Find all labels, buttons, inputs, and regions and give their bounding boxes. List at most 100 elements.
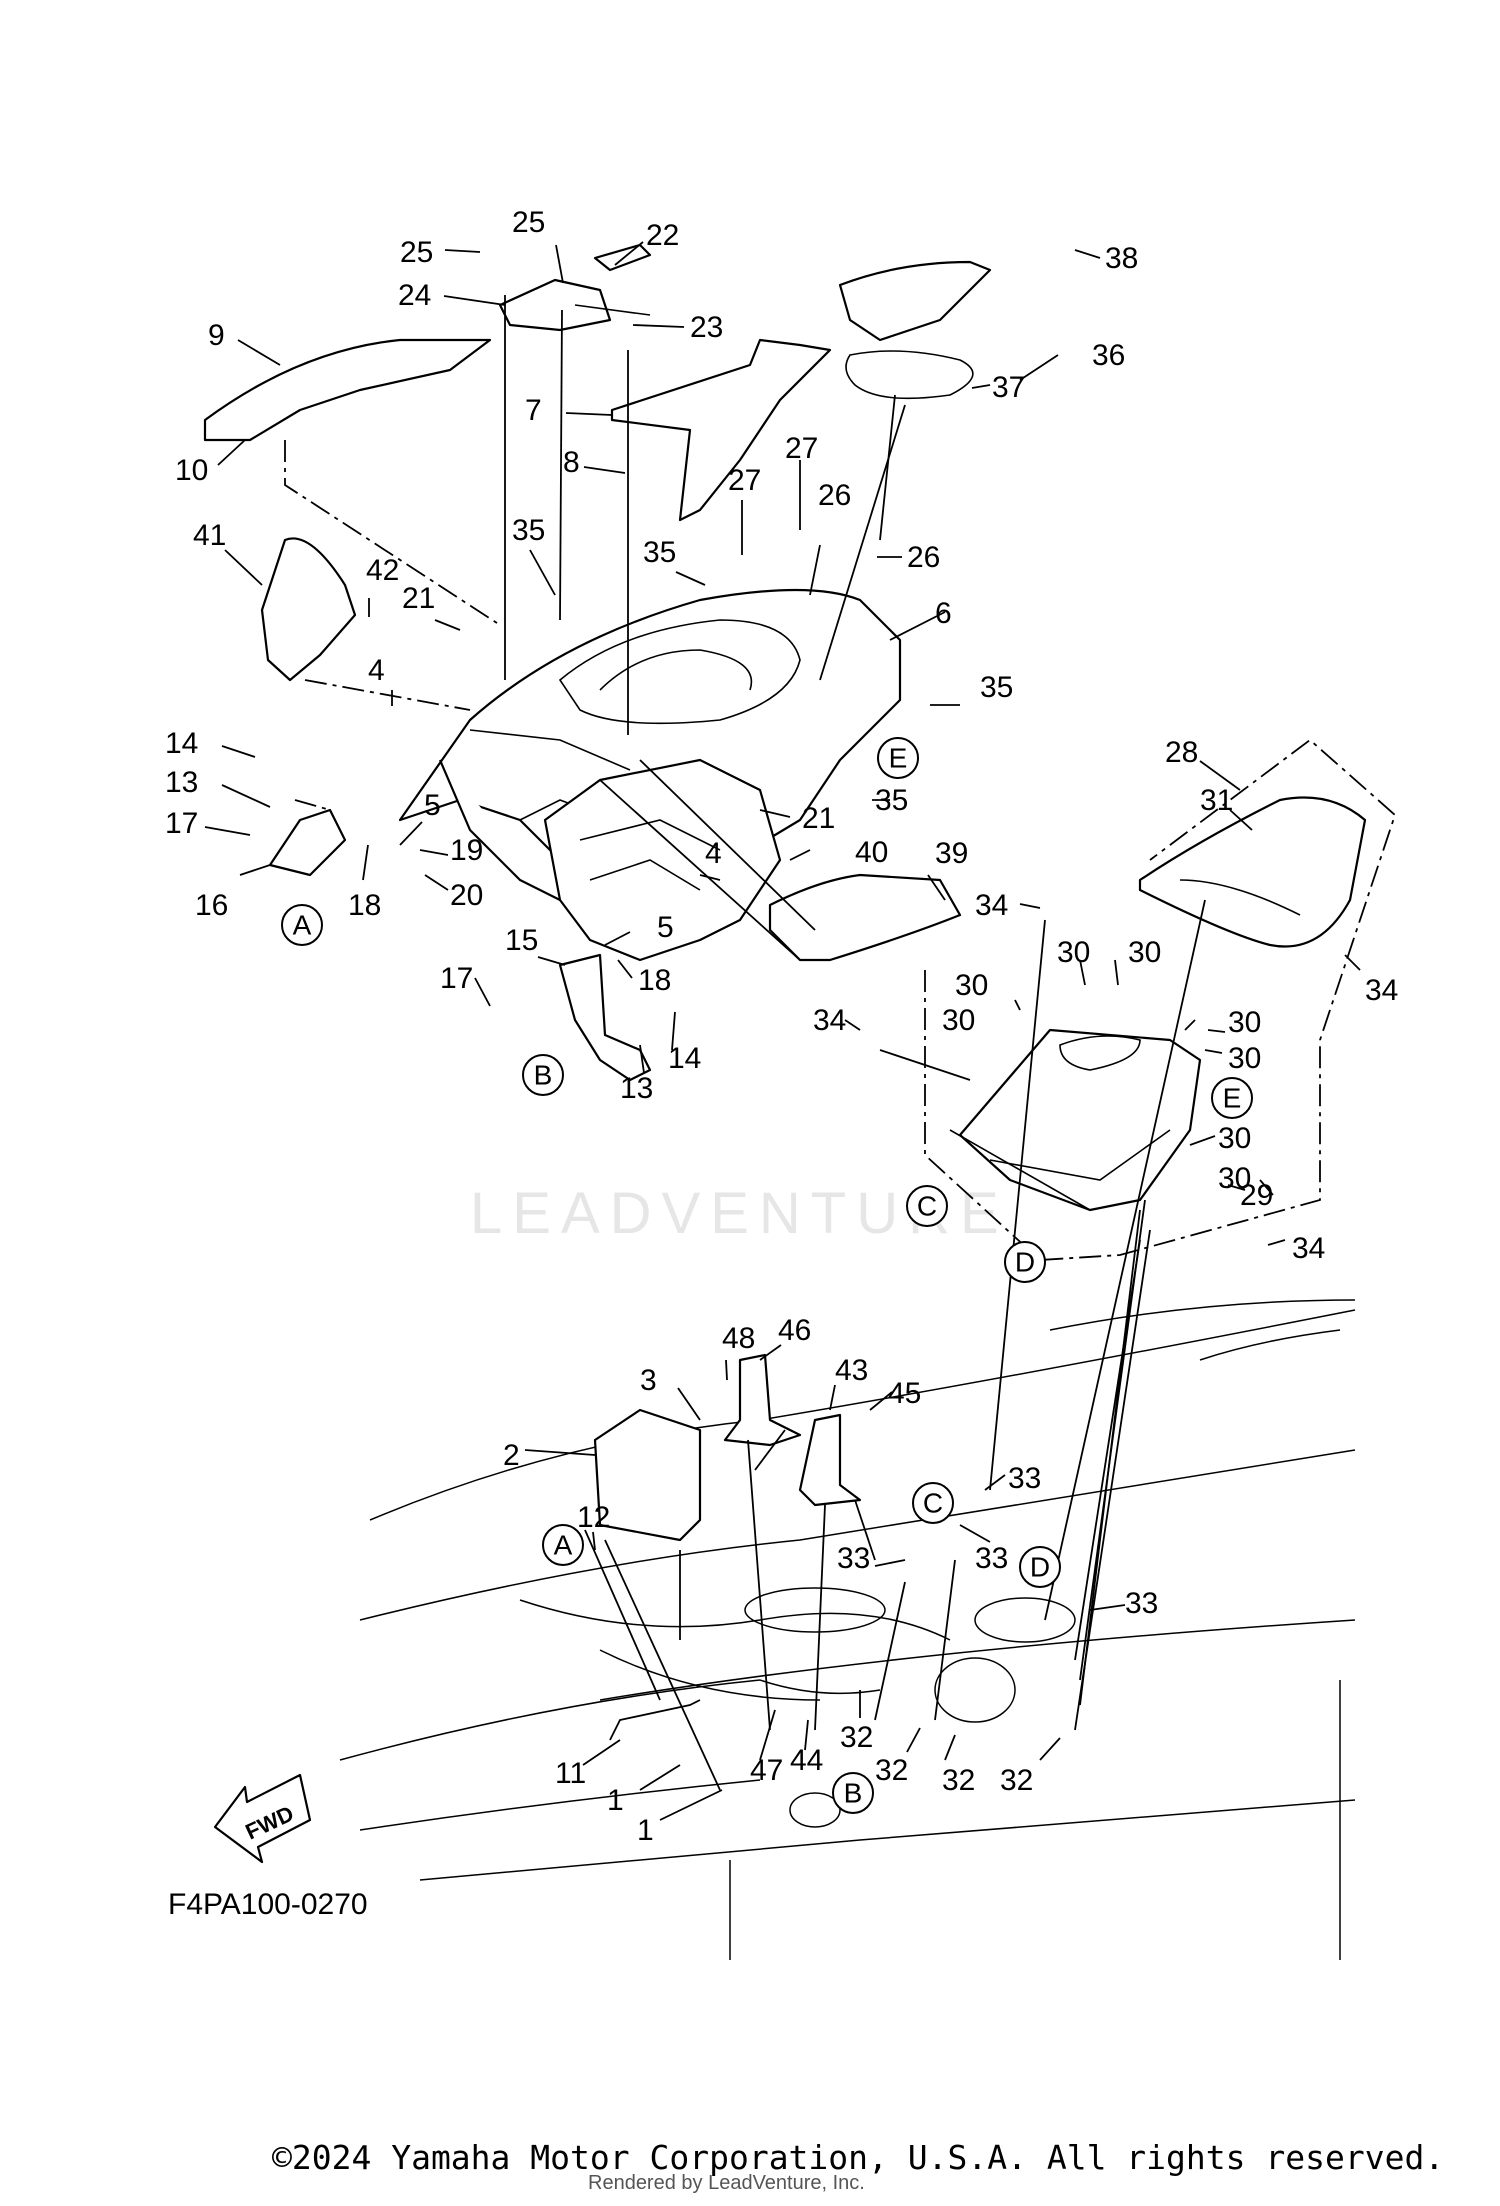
part-31 (1138, 796, 1367, 948)
callout-26-b: 26 (907, 541, 940, 574)
callout-27-a: 27 (728, 464, 761, 497)
callout-6: 6 (935, 597, 952, 630)
ref-D-bottom: D (1019, 1546, 1061, 1588)
assembly-28-border (924, 738, 1397, 1261)
callout-13-b: 13 (620, 1072, 653, 1105)
part-46 (723, 1353, 802, 1447)
callout-18-b: 18 (638, 964, 671, 997)
callout-3: 3 (640, 1364, 657, 1397)
callout-34-d: 34 (1292, 1232, 1325, 1265)
ref-C-bottom: C (912, 1482, 954, 1524)
svg-text:E: E (889, 743, 908, 774)
callout-23: 23 (690, 311, 723, 344)
ref-B-top: B (522, 1054, 564, 1096)
ref-markers: A A B B C C D D E E (281, 737, 1253, 1814)
callout-45: 45 (888, 1377, 921, 1410)
callout-25-b: 25 (512, 206, 545, 239)
callout-44: 44 (790, 1744, 823, 1777)
callout-22: 22 (646, 219, 679, 252)
leader-lines (204, 241, 1361, 1821)
callout-35-c: 35 (980, 671, 1013, 704)
callout-33-b: 33 (837, 1542, 870, 1575)
ref-D-top: D (1004, 1241, 1046, 1283)
part-9 (203, 338, 492, 442)
callout-39: 39 (935, 837, 968, 870)
callout-1-b: 1 (637, 1814, 654, 1847)
callout-41: 41 (193, 519, 226, 552)
callout-5-a: 5 (424, 789, 441, 822)
callout-30-h: 30 (1218, 1162, 1251, 1195)
callout-11: 11 (555, 1757, 586, 1790)
part-37 (845, 350, 974, 400)
svg-text:B: B (534, 1060, 553, 1091)
svg-text:C: C (923, 1488, 943, 1519)
ref-E-airbox: E (1211, 1077, 1253, 1119)
ref-C-top: C (906, 1185, 948, 1227)
callout-1-a: 1 (607, 1784, 624, 1817)
hull-deck-outline (339, 1299, 1356, 1960)
callout-21-b: 21 (802, 802, 835, 835)
callout-7: 7 (525, 394, 542, 427)
callout-24: 24 (398, 279, 431, 312)
rendered-by-credit: Rendered by LeadVenture, Inc. (588, 2172, 865, 2194)
callout-18-a: 18 (348, 889, 381, 922)
ref-A-bottom: A (542, 1524, 584, 1566)
callout-30-f: 30 (1228, 1042, 1261, 1075)
callout-40: 40 (855, 836, 888, 869)
callout-38: 38 (1105, 242, 1138, 275)
callout-46: 46 (778, 1314, 811, 1347)
callout-32-d: 32 (1000, 1764, 1033, 1797)
callout-32-b: 32 (875, 1754, 908, 1787)
callout-30-e: 30 (1228, 1006, 1261, 1039)
svg-text:C: C (917, 1191, 937, 1222)
ref-B-bottom: B (832, 1772, 874, 1814)
ref-E-top: E (877, 737, 919, 779)
assembly-16-link (294, 799, 331, 811)
callout-32-a: 32 (840, 1721, 873, 1754)
assembly-41-link (304, 679, 471, 711)
callout-31: 31 (1200, 784, 1233, 817)
part-16 (268, 808, 347, 877)
callout-33-c: 33 (975, 1542, 1008, 1575)
callout-33-d: 33 (1125, 1587, 1158, 1620)
part-15 (558, 953, 652, 1082)
callout-14-a: 14 (165, 727, 198, 760)
callout-34-b: 34 (1365, 974, 1398, 1007)
part-7 (610, 338, 832, 522)
assembly-9-link (284, 440, 501, 626)
part-43 (798, 1413, 862, 1507)
part-22 (593, 243, 652, 272)
callout-35-a: 35 (512, 514, 545, 547)
part-24 (498, 278, 612, 332)
callout-42: 42 (366, 554, 399, 587)
callouts: 25 25 22 24 23 9 10 38 36 37 7 8 27 27 2… (165, 206, 1398, 1847)
part-39 (768, 873, 962, 962)
storage-box (543, 758, 782, 962)
callout-34-a: 34 (975, 889, 1008, 922)
callout-17-b: 17 (440, 962, 473, 995)
svg-text:D: D (1015, 1247, 1035, 1278)
callout-20: 20 (450, 879, 483, 912)
callout-30-c: 30 (955, 969, 988, 1002)
part-41 (260, 537, 357, 682)
diagram-code: F4PA100-0270 (168, 1888, 368, 1921)
callout-30-b: 30 (1128, 936, 1161, 969)
callout-8: 8 (563, 446, 580, 479)
callout-35-b: 35 (643, 536, 676, 569)
callout-48: 48 (722, 1322, 755, 1355)
callout-36: 36 (1092, 339, 1125, 372)
callout-12: 12 (577, 1501, 610, 1534)
svg-text:A: A (293, 910, 312, 941)
callout-28: 28 (1165, 736, 1198, 769)
upper-deck-cover (398, 588, 902, 932)
callout-30-g: 30 (1218, 1122, 1251, 1155)
callout-32-c: 32 (942, 1764, 975, 1797)
svg-text:B: B (844, 1778, 863, 1809)
callout-30-d: 30 (942, 1004, 975, 1037)
callout-5-b: 5 (657, 911, 674, 944)
callout-14-b: 14 (668, 1042, 701, 1075)
part-2 (593, 1408, 702, 1542)
svg-text:D: D (1030, 1552, 1050, 1583)
callout-25-a: 25 (400, 236, 433, 269)
